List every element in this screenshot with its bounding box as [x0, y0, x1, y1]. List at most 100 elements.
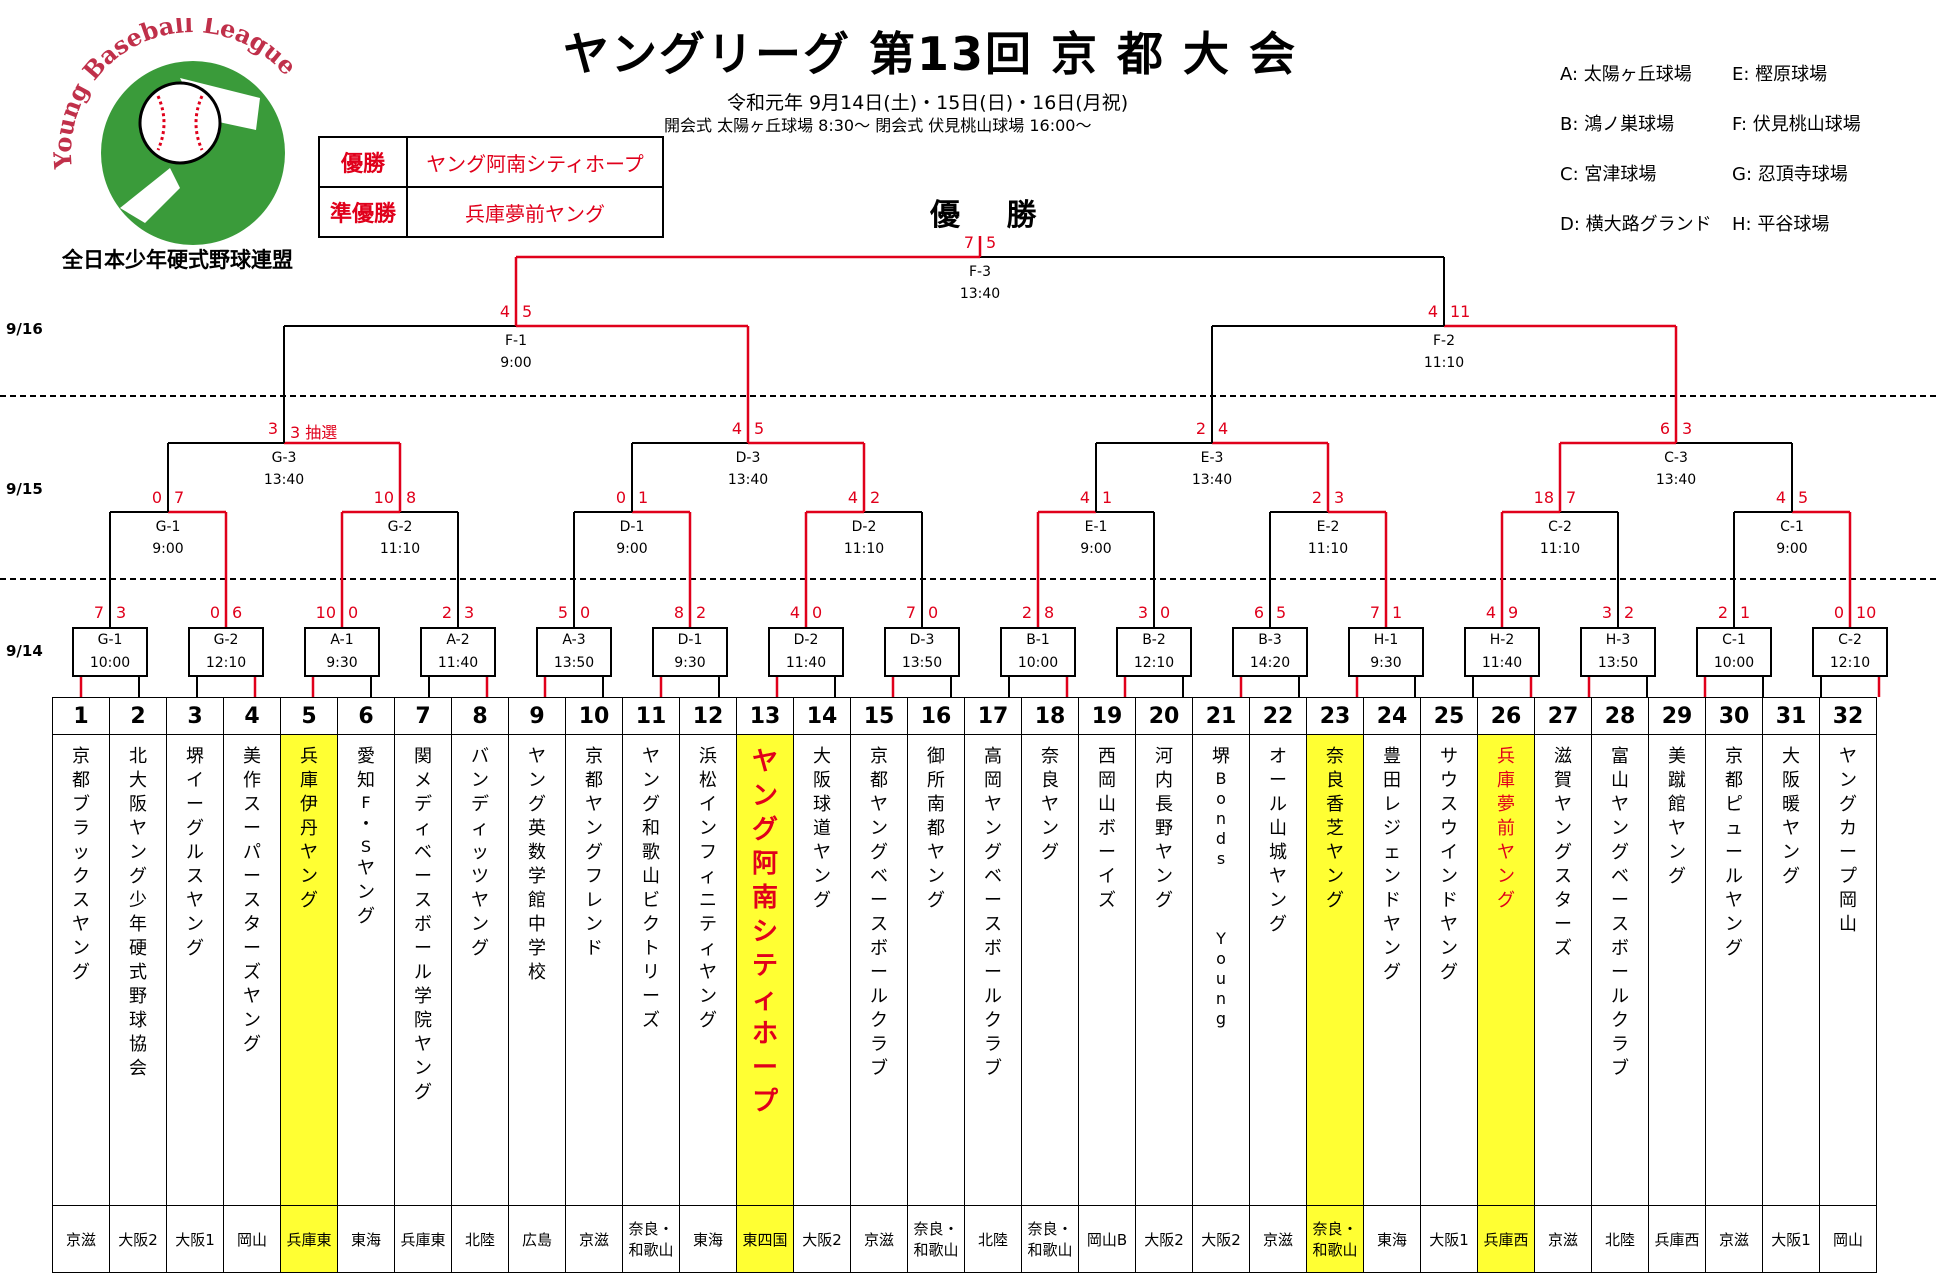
score: 10 [1856, 603, 1877, 622]
score: 3 [1334, 488, 1345, 507]
team-region: 奈良・和歌山 [1021, 1205, 1079, 1273]
match-id: E-1 [1084, 519, 1108, 535]
score: 10 [373, 488, 394, 507]
score: 0 [928, 603, 939, 622]
team-region: 大阪1 [1762, 1205, 1820, 1273]
team-number: 27 [1534, 697, 1592, 735]
team-region: 北陸 [964, 1205, 1022, 1273]
team-name: 大阪球道ヤング [793, 734, 851, 1206]
team-number: 29 [1648, 697, 1706, 735]
match-time: 12:10 [205, 655, 247, 671]
score: 7 [1369, 603, 1380, 622]
team-name: 豊田レジェンドヤング [1363, 734, 1421, 1206]
score: 3 [464, 603, 475, 622]
match-time: 12:10 [1829, 655, 1871, 671]
team-name: 河内長野ヤング [1135, 734, 1193, 1206]
team-name: サウスウインドヤング [1420, 734, 1478, 1206]
score: 6 [1659, 419, 1670, 438]
team-region: 兵庫西 [1648, 1205, 1706, 1273]
match-time: 13:40 [1655, 472, 1697, 488]
match-time: 10:00 [89, 655, 131, 671]
team-number: 18 [1021, 697, 1079, 735]
team-number: 1 [52, 697, 110, 735]
score: 1 [1102, 488, 1113, 507]
match-time: 13:50 [1597, 655, 1639, 671]
schedule-dates: 令和元年 9月14日(土)・15日(日)・16日(月祝) [727, 92, 1129, 114]
team-name: 西岡山ボーイズ [1078, 734, 1136, 1206]
score: 5 [522, 302, 533, 321]
score: 0 [615, 488, 626, 507]
match-id: C-1 [1780, 519, 1804, 535]
match-id: H-3 [1605, 632, 1631, 648]
score: 18 [1533, 488, 1554, 507]
team-name: 兵庫夢前ヤング [1477, 734, 1535, 1206]
team-number: 7 [394, 697, 452, 735]
match-id: F-3 [968, 264, 991, 280]
team-number: 14 [793, 697, 851, 735]
score: 4 [1218, 419, 1229, 438]
venue-item: E: 樫原球場 [1732, 64, 1828, 85]
match-id: H-1 [1373, 632, 1399, 648]
team-number: 11 [622, 697, 680, 735]
match-id: C-1 [1722, 632, 1746, 648]
runner-up-team: 兵庫夢前ヤング [406, 186, 664, 238]
score: 5 [1276, 603, 1287, 622]
team-region: 大阪2 [1192, 1205, 1250, 1273]
match-id: G-2 [387, 519, 413, 535]
schedule-ceremonies: 開会式 太陽ヶ丘球場 8:30～ 閉会式 伏見桃山球場 16:00～ [664, 116, 1092, 135]
score: 2 [870, 488, 881, 507]
score: 7 [93, 603, 104, 622]
score: 0 [348, 603, 359, 622]
team-region: 岡山 [1819, 1205, 1877, 1273]
score: 3 [1682, 419, 1693, 438]
team-number: 26 [1477, 697, 1535, 735]
match-time: 12:10 [1133, 655, 1175, 671]
team-region: 岡山B [1078, 1205, 1136, 1273]
score: 1 [638, 488, 649, 507]
team-region: 兵庫東 [394, 1205, 452, 1273]
match-time: 9:00 [1776, 541, 1808, 557]
team-name: オール山城ヤング [1249, 734, 1307, 1206]
team-region: 京滋 [52, 1205, 110, 1273]
match-id: C-2 [1838, 632, 1862, 648]
match-time: 13:40 [727, 472, 769, 488]
team-name: 大阪暖ヤング [1762, 734, 1820, 1206]
page-title: ヤングリーグ 第13回 京 都 大 会 [562, 27, 1298, 81]
team-number: 9 [508, 697, 566, 735]
team-number: 17 [964, 697, 1022, 735]
team-number: 10 [565, 697, 623, 735]
match-time: 11:10 [1539, 541, 1581, 557]
match-box: C-1 10:00 [1696, 627, 1772, 677]
team-region: 京滋 [1534, 1205, 1592, 1273]
team-name: 京都ヤングフレンド [565, 734, 623, 1206]
match-time: 9:30 [326, 655, 358, 671]
score: 4 [1427, 302, 1438, 321]
match-time: 13:40 [263, 472, 305, 488]
team-name: 奈良香芝ヤング [1306, 734, 1364, 1206]
score: 5 [557, 603, 568, 622]
team-region: 東海 [1363, 1205, 1421, 1273]
day-label-9-16: 9/16 [6, 320, 43, 338]
match-id: F-2 [1432, 333, 1455, 349]
team-number: 2 [109, 697, 167, 735]
match-time: 10:00 [1713, 655, 1755, 671]
team-name: 富山ヤングベースボールクラブ [1591, 734, 1649, 1206]
score: 0 [1160, 603, 1171, 622]
score: 9 [1508, 603, 1519, 622]
match-time: 13:40 [959, 286, 1001, 302]
team-name: 美蹴館ヤング [1648, 734, 1706, 1206]
match-time: 9:00 [152, 541, 184, 557]
team-number: 19 [1078, 697, 1136, 735]
day-divider [0, 395, 1936, 397]
team-name: 京都ヤングベースボールクラブ [850, 734, 908, 1206]
score: 6 [232, 603, 243, 622]
score: 0 [1833, 603, 1844, 622]
match-time: 10:00 [1017, 655, 1059, 671]
team-number: 13 [736, 697, 794, 735]
team-number: 28 [1591, 697, 1649, 735]
